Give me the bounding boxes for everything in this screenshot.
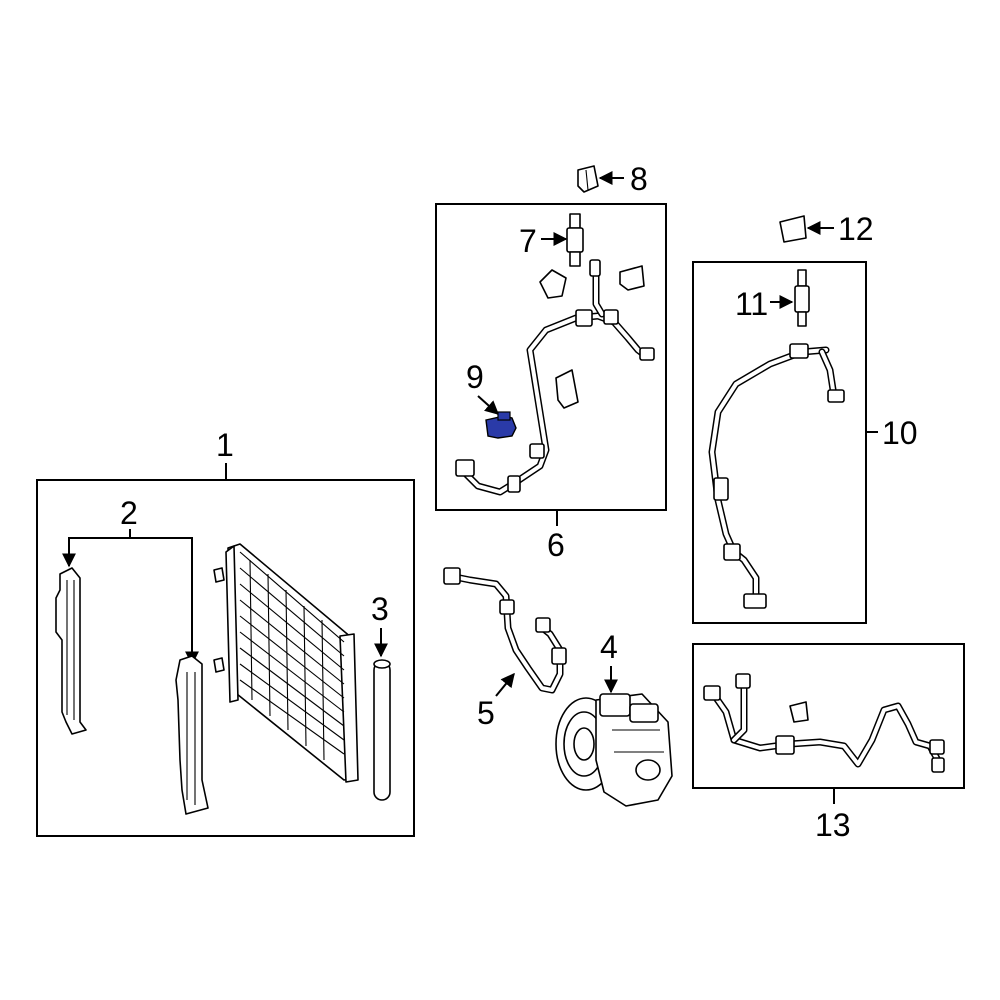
- callout-10[interactable]: 10: [882, 415, 918, 451]
- ac-line-hose[interactable]: [703, 673, 945, 773]
- callout-7[interactable]: 7: [519, 223, 537, 259]
- compressor-part-4[interactable]: [555, 693, 673, 807]
- callout-4[interactable]: 4: [600, 629, 618, 665]
- clip-upper-right[interactable]: [619, 265, 645, 291]
- condenser-core[interactable]: [213, 543, 359, 783]
- callout-6[interactable]: 6: [547, 527, 565, 563]
- leader-line-2-left: [62, 529, 131, 568]
- clip-ac-line[interactable]: [789, 701, 809, 723]
- leader-line-5: [495, 672, 515, 697]
- cap-part-8[interactable]: [577, 165, 599, 193]
- callout-5[interactable]: 5: [477, 695, 495, 731]
- callout-1[interactable]: 1: [216, 427, 234, 463]
- service-valve-cap-part-9[interactable]: [485, 411, 517, 439]
- suction-line-group: 6 8 7: [435, 161, 667, 563]
- callout-2[interactable]: 2: [120, 495, 138, 531]
- pressure-sensor-part-11[interactable]: [794, 269, 810, 327]
- callout-8[interactable]: 8: [630, 161, 648, 197]
- callout-3[interactable]: 3: [371, 591, 389, 627]
- side-seal-right[interactable]: [175, 655, 209, 815]
- liquid-hose[interactable]: [708, 343, 845, 609]
- leader-line-2-right: [130, 537, 199, 666]
- clip-upper-left[interactable]: [539, 269, 567, 299]
- receiver-drier[interactable]: [373, 659, 391, 801]
- discharge-hose-part-5[interactable]: [443, 567, 567, 694]
- clip-middle[interactable]: [555, 369, 579, 409]
- callout-11[interactable]: 11: [735, 286, 768, 322]
- callout-9[interactable]: 9: [466, 359, 484, 395]
- side-seal-left[interactable]: [55, 567, 87, 735]
- ac-line-frame: [692, 643, 965, 789]
- ac-line-group: 13: [692, 643, 965, 843]
- liquid-line-group: 10 12 11: [692, 211, 918, 624]
- leader-line-9: [477, 395, 500, 415]
- callout-12[interactable]: 12: [838, 211, 874, 247]
- suction-line-frame: [435, 203, 667, 511]
- callout-13[interactable]: 13: [815, 807, 851, 843]
- condenser-group-frame: [36, 479, 415, 837]
- cap-part-12[interactable]: [779, 215, 807, 243]
- pressure-switch-part-7[interactable]: [566, 213, 584, 267]
- liquid-line-frame: [692, 261, 867, 624]
- condenser-group: 1 2: [36, 427, 415, 837]
- suction-hose[interactable]: [455, 259, 655, 496]
